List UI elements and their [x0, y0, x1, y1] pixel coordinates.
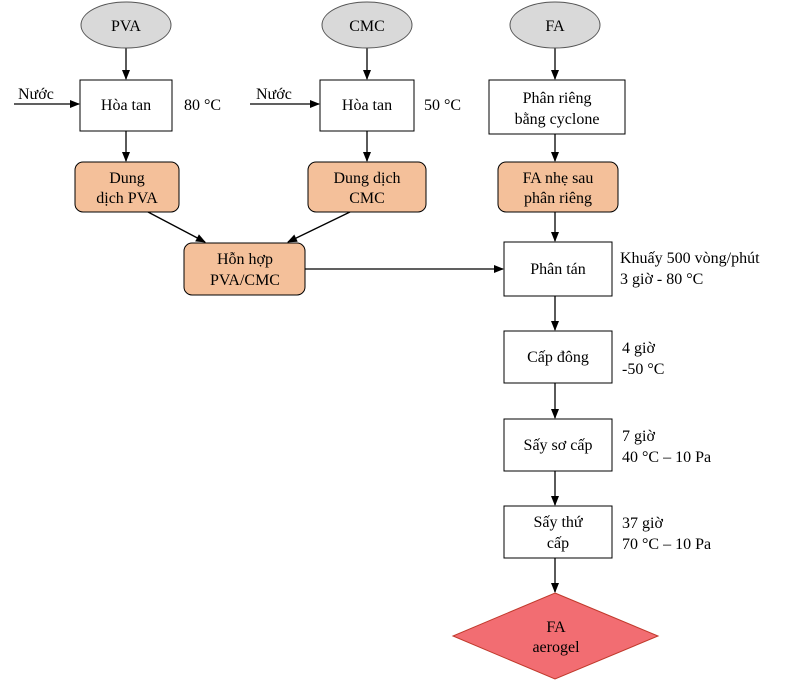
step-dissolve-pva: Hòa tan [79, 79, 173, 132]
step-dissolve-cmc-box [319, 79, 415, 132]
step-separate-line-1: Phân riêng [523, 90, 592, 107]
step-dissolve-cmc: Hòa tan [319, 79, 415, 132]
step-primary-dry-label: Sấy sơ cấp [524, 437, 593, 454]
step-separate: Phân riêng bằng cyclone [488, 79, 626, 135]
step-secondary-dry: Sấy thứ cấp [503, 505, 613, 559]
condition-disperse-line-1: Khuấy 500 vòng/phút [620, 250, 760, 267]
product-fa-aerogel-line-1: FA [546, 619, 566, 636]
condition-freeze-line-1: 4 giờ [622, 340, 655, 357]
source-cmc-label: CMC [349, 18, 385, 35]
step-freeze: Cấp đông [503, 330, 613, 384]
condition-disperse-line-2: 3 giờ - 80 °C [620, 271, 703, 288]
step-primary-dry: Sấy sơ cấp [503, 418, 613, 472]
source-cmc: CMC [321, 1, 413, 49]
step-secondary-dry-box [503, 505, 613, 559]
step-disperse: Phân tán [503, 241, 613, 297]
intermediate-fa-light-line-2: phân riêng [524, 190, 592, 207]
source-pva-label: PVA [111, 18, 141, 35]
source-pva: PVA [80, 1, 172, 49]
intermediate-pva-solution-line-1: Dung [109, 170, 145, 187]
product-fa-aerogel-shape [451, 592, 660, 680]
step-freeze-label: Cấp đông [527, 349, 589, 366]
source-fa-shape [509, 1, 601, 49]
step-primary-dry-box [503, 418, 613, 472]
condition-dissolve-cmc: 50 °C [424, 97, 461, 114]
intermediate-fa-light-line-1: FA nhẹ sau [523, 170, 594, 187]
intermediate-mixture-box [183, 242, 306, 296]
intermediate-fa-light: FA nhẹ sau phân riêng [497, 161, 619, 213]
flow-arrows [14, 48, 559, 593]
condition-primary-dry-line-1: 7 giờ [622, 428, 655, 445]
intermediate-mixture-line-1: Hỗn hợp [217, 251, 273, 268]
intermediate-mixture-line-2: PVA/CMC [210, 272, 280, 289]
intermediate-pva-solution-line-2: dịch PVA [96, 190, 158, 207]
step-dissolve-pva-label: Hòa tan [101, 97, 151, 114]
step-freeze-box [503, 330, 613, 384]
step-secondary-dry-line-1: Sấy thứ [533, 514, 583, 531]
source-fa: FA [509, 1, 601, 49]
condition-dissolve-pva: 80 °C [184, 97, 221, 114]
step-dissolve-pva-box [79, 79, 173, 132]
intermediate-cmc-solution-line-2: CMC [349, 190, 385, 207]
condition-secondary-dry-line-2: 70 °C – 10 Pa [622, 536, 711, 553]
intermediate-cmc-solution: Dung dịch CMC [307, 161, 427, 213]
step-disperse-label: Phân tán [530, 261, 586, 278]
product-fa-aerogel: FA aerogel [451, 592, 660, 680]
input-water-2: Nước [256, 86, 292, 103]
intermediate-pva-solution: Dung dịch PVA [74, 161, 180, 213]
intermediate-fa-light-box [497, 161, 619, 213]
step-separate-box [488, 79, 626, 135]
step-secondary-dry-line-2: cấp [547, 535, 569, 552]
intermediate-pva-solution-box [74, 161, 180, 213]
arrow-pva-solution-to-mixture [147, 211, 206, 243]
product-fa-aerogel-line-2: aerogel [532, 639, 580, 656]
condition-freeze-line-2: -50 °C [622, 361, 664, 378]
step-separate-line-2: bằng cyclone [515, 111, 600, 128]
source-fa-label: FA [545, 18, 565, 35]
condition-primary-dry-line-2: 40 °C – 10 Pa [622, 449, 711, 466]
source-pva-shape [80, 1, 172, 49]
arrow-cmc-solution-to-mixture [287, 211, 351, 243]
source-cmc-shape [321, 1, 413, 49]
intermediate-cmc-solution-box [307, 161, 427, 213]
intermediate-cmc-solution-line-1: Dung dịch [333, 170, 400, 187]
input-water-1: Nước [18, 86, 54, 103]
condition-secondary-dry-line-1: 37 giờ [622, 515, 663, 532]
step-disperse-box [503, 241, 613, 297]
step-dissolve-cmc-label: Hòa tan [342, 97, 392, 114]
intermediate-mixture: Hỗn hợp PVA/CMC [183, 242, 306, 296]
